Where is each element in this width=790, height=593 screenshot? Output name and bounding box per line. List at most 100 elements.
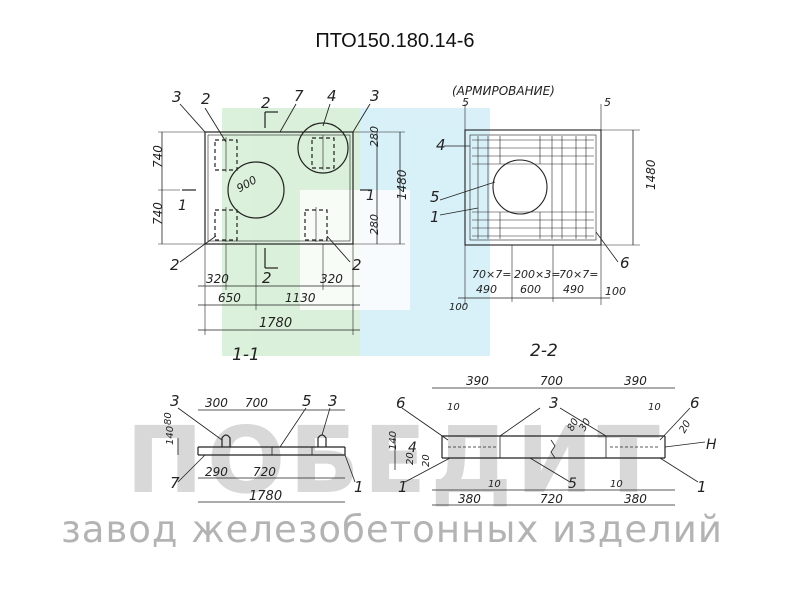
reinf-dim-top-5-right: 5	[604, 96, 611, 109]
watermark-logo-text: ПОБЕДИТ	[126, 407, 664, 514]
sec11-labels: 3 300 700 5 3 80 140 7 290 720 1780 1	[163, 392, 364, 504]
sec22-callout-1b: 1	[697, 478, 707, 496]
sec11-leader-7	[177, 454, 206, 483]
sec11-dim-300: 300	[205, 396, 228, 410]
sec22-labels: 390 700 390 6 10 3 10 6 80 30 20 Н 140 4…	[388, 374, 717, 506]
plan-callout-7: 7	[294, 87, 304, 105]
sec22-break	[550, 439, 556, 459]
sec11-callout-3b: 3	[328, 392, 338, 410]
sec22-callout-4: 4	[408, 440, 417, 456]
watermark-logo	[222, 108, 490, 356]
sec22-leader-1	[404, 457, 451, 483]
plan-callout-3a: 3	[172, 88, 182, 106]
sec11-dim-80: 80	[163, 412, 174, 425]
plan-callout-3b: 3	[370, 87, 380, 105]
plan-leader-4	[322, 103, 331, 127]
sec22-leader-H	[664, 441, 706, 448]
watermark-tagline: завод железобетонных изделий	[61, 508, 723, 551]
plan-dim-left-740-bottom: 740	[151, 202, 165, 225]
sec22-dim-10a: 10	[488, 479, 501, 490]
plan-dim-left-740-top: 740	[151, 145, 165, 168]
sec22-callout-6a: 6	[396, 394, 406, 412]
reinf-leader-5	[439, 181, 496, 201]
sec11-callout-5: 5	[302, 392, 312, 410]
reinf-leader-6	[595, 231, 619, 263]
sec11-dim-1780: 1780	[249, 489, 282, 504]
plan-dim-320-right: 320	[320, 272, 343, 286]
reinf-callout-5: 5	[430, 188, 440, 206]
plan-leader-2a	[204, 107, 227, 143]
plan-leader-3a	[179, 103, 206, 133]
plan-callout-4: 4	[327, 87, 337, 105]
sec22-dim-390-right: 390	[624, 374, 647, 388]
plan-dim-right-280-bottom: 280	[368, 214, 381, 235]
reinf-spacing-2b: 600	[520, 283, 541, 296]
sec22-callout-3: 3	[549, 394, 559, 412]
plan-section-mark-left: 1	[178, 198, 187, 214]
sec11-dim-700: 700	[245, 396, 268, 410]
reinf-caption: (АРМИРОВАНИЕ)	[452, 84, 555, 98]
reinf-inner-outline	[469, 134, 597, 241]
reinf-edge-left: 100	[449, 302, 468, 313]
sec22-dim-380-right: 380	[624, 492, 647, 506]
plan-dim-650: 650	[218, 291, 241, 305]
section-2-2	[394, 387, 706, 506]
sec11-dim-720: 720	[253, 465, 276, 479]
plan-section-mark-right: 1	[366, 188, 375, 204]
plan-dim-right-280-top: 280	[368, 126, 381, 147]
section-1-1	[177, 407, 356, 503]
sec11-callout-3a: 3	[170, 392, 180, 410]
sec22-dim-390-left: 390	[466, 374, 489, 388]
reinf-edge-right: 100	[605, 285, 626, 298]
reinf-spacing-3a: 70×7=	[559, 268, 598, 281]
plan-leader-7	[279, 103, 297, 133]
sec22-dim-380-left: 380	[458, 492, 481, 506]
plan-hole	[227, 161, 285, 219]
sec11-leader-3a	[177, 407, 223, 441]
sec22-dim-20-right: 20	[678, 419, 694, 436]
sec22-dim-700: 700	[540, 374, 563, 388]
sec22-dim-20b: 20	[421, 454, 432, 467]
sec22-leader-3b	[559, 407, 607, 437]
sec22-leader-1b	[659, 457, 699, 483]
sec22-leader-6a	[401, 407, 449, 441]
reinf-callout-4: 4	[436, 136, 446, 154]
watermark-blue-shape	[360, 108, 490, 356]
plan-callout-2d: 2	[352, 256, 362, 274]
reinforcement-view	[439, 104, 640, 305]
sec11-loop-left	[221, 434, 231, 447]
plan-hatch	[297, 122, 349, 174]
sec11-callout-1: 1	[354, 478, 364, 496]
reinf-spacing-1b: 490	[476, 283, 497, 296]
reinf-dim-top-5-left: 5	[462, 96, 469, 109]
reinf-hole	[492, 159, 548, 215]
sec11-dim-140: 140	[165, 426, 176, 445]
plan-callout-2b: 2	[170, 256, 180, 274]
sec22-leader-6b	[659, 407, 691, 441]
sec22-callout-10a: 10	[447, 402, 460, 413]
drawing-title: ПТО150.180.14-6	[315, 30, 475, 52]
reinf-callout-6: 6	[620, 254, 630, 272]
plan-outline	[204, 131, 354, 245]
plan-leader-3b	[352, 103, 371, 133]
sec22-dim-20: 20	[405, 452, 416, 465]
sec22-dim-140: 140	[388, 431, 399, 450]
plan-inner-outline	[207, 134, 351, 242]
section-label-2-2: 2-2	[530, 341, 558, 361]
sec11-dim-290: 290	[205, 465, 228, 479]
sec22-dim-10b: 10	[610, 479, 623, 490]
sec11-leader-3b	[321, 407, 331, 436]
sec22-callout-1: 1	[398, 478, 408, 496]
plan-view	[158, 103, 405, 335]
plan-dim-320-left: 320	[206, 272, 229, 286]
reinf-labels: (АРМИРОВАНИЕ) 5 5 4 5 1 6 1480 70×7= 490…	[430, 84, 658, 313]
reinf-spacing-1a: 70×7=	[472, 268, 511, 281]
sec22-leader-5	[529, 457, 571, 483]
reinf-dim-height: 1480	[644, 159, 658, 190]
plan-callout-2c: 2	[262, 269, 272, 287]
section-label-1-1: 1-1	[232, 345, 260, 365]
plan-dim-right-1480: 1480	[395, 169, 409, 200]
reinf-leader-1	[439, 207, 479, 216]
reinf-outline	[464, 129, 602, 246]
plan-dim-1130: 1130	[285, 291, 316, 305]
